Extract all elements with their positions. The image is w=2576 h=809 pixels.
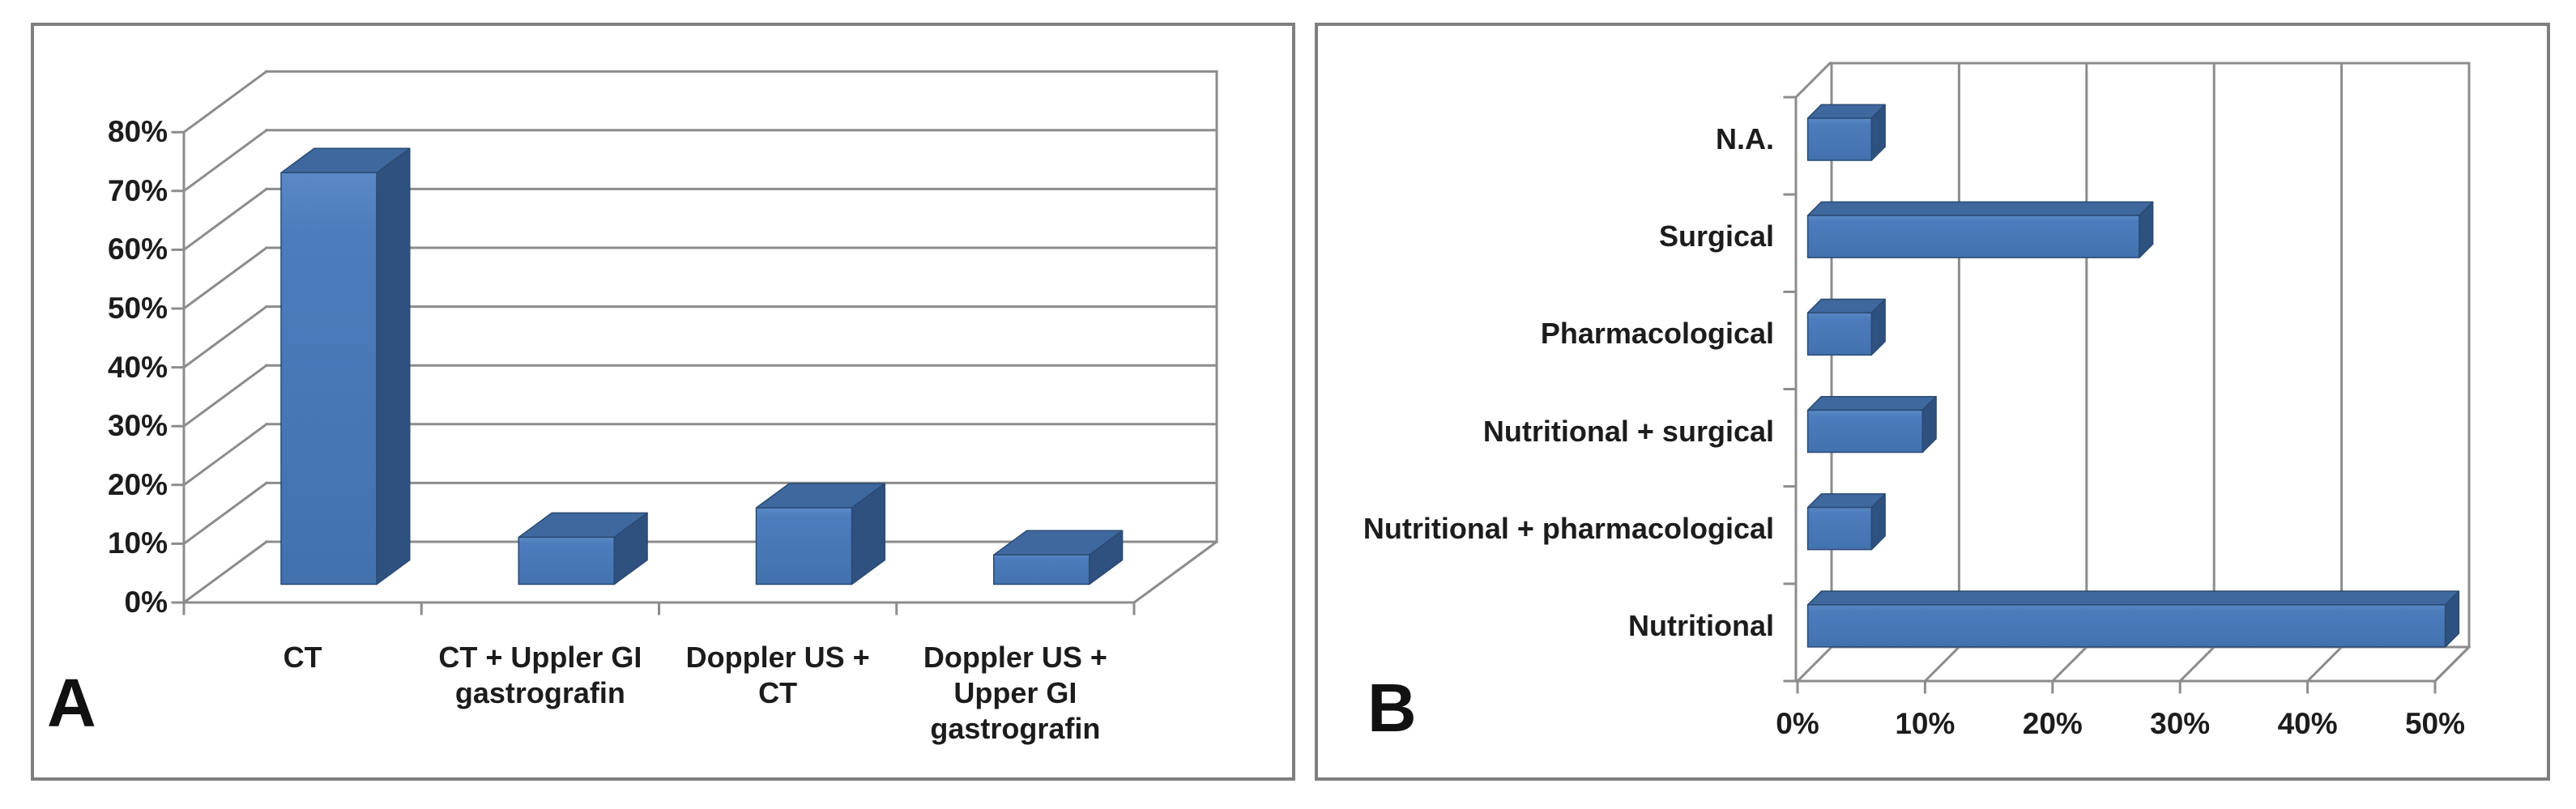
bar3d-surgical-top-face (1806, 201, 2154, 216)
bar3d-nutritional-surgical-top-face (1806, 395, 1937, 411)
gridline-diagonal (181, 187, 269, 252)
floor-right-edge (1132, 539, 1219, 605)
panel-a-label: A (47, 665, 96, 741)
gridline-diagonal (181, 245, 269, 311)
chart-a-3d-bars (171, 70, 1219, 615)
gridline-diagonal (1795, 645, 1834, 683)
gridline-diagonal (181, 364, 269, 428)
bar3d-doppler-us-ct-front-face (755, 507, 853, 585)
bar3d-surgical-front-face (1806, 215, 2140, 258)
floor-right-edge (2433, 645, 2472, 683)
wall-top-left-diagonal (1793, 61, 1832, 100)
gridline-diagonal (181, 539, 269, 605)
gridline-diagonal (181, 304, 269, 369)
bar3d-nutritional-front-face (1806, 604, 2446, 648)
bar3d-doppler-us-upper-gi-gastrografin-front-face (993, 554, 1090, 585)
bar3d-pharmacological-front-face (1806, 312, 1873, 356)
gridline-diagonal (2305, 645, 2344, 683)
bar3d-nutritional-pharmacological-front-face (1806, 506, 1873, 551)
gridline-diagonal (181, 70, 269, 134)
gridline-diagonal (181, 422, 269, 487)
bar3d-ct-side-face (376, 147, 411, 585)
panel-b-label: B (1367, 670, 1417, 746)
gridline-diagonal (1923, 645, 1961, 683)
bar3d-nutritional-top-face (1806, 590, 2460, 606)
gridline-diagonal (2050, 645, 2088, 683)
bar3d-ct-front-face (280, 172, 377, 585)
gridline-diagonal (181, 481, 269, 546)
bar3d-n-a-front-face (1806, 117, 1873, 161)
chart-b-3d-bars (1783, 61, 2472, 694)
bar3d-ct-uppler-gi-gastrografin-front-face (518, 536, 615, 585)
bar3d-nutritional-surgical-front-face (1806, 409, 1924, 453)
gridline-diagonal (181, 128, 269, 193)
gridline-diagonal (2178, 645, 2216, 683)
